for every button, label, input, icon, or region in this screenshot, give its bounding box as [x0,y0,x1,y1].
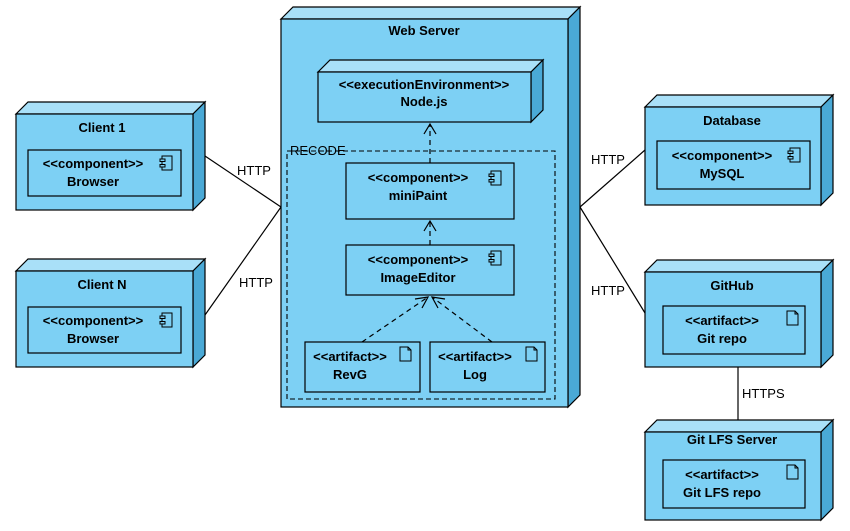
gitlfs-title: Git LFS Server [687,432,777,447]
arrowhead [423,122,437,135]
github-node[interactable]: GitHub <<artifact>> Git repo [643,258,835,369]
revg-name: RevG [333,367,367,382]
nodejs-environment[interactable]: <<executionEnvironment>> Node.js [316,58,545,124]
recode-package [286,150,556,400]
git-repo-name: Git repo [697,331,747,346]
client1-webserver-link [204,155,282,208]
web-server-title: Web Server [388,23,459,38]
nodejs-name: Node.js [401,94,448,109]
clientn-browser-stereotype: <<component>> [43,313,144,328]
git-lfs-repo-artifact[interactable] [662,459,806,509]
imageeditor-stereotype: <<component>> [368,252,469,267]
minipaint-stereotype: <<component>> [368,170,469,185]
clientn-webserver-link [204,206,282,316]
revg-to-imageeditor-dependency [361,296,429,343]
https-label-gitlfs: HTTPS [742,386,785,401]
imageeditor-name: ImageEditor [380,270,455,285]
nodejs-stereotype: <<executionEnvironment>> [339,77,510,92]
arrowhead [423,219,437,232]
dependencies [361,122,493,343]
mysql-stereotype: <<component>> [672,148,773,163]
log-artifact[interactable]: <<artifact>> Log [429,341,546,393]
connections [204,149,739,420]
minipaint-name: miniPaint [389,188,448,203]
mysql-component[interactable] [656,140,811,190]
database-title: Database [703,113,761,128]
git-lfs-repo-stereotype: <<artifact>> [685,467,759,482]
http-label-client1: HTTP [237,163,271,178]
log-stereotype: <<artifact>> [438,349,512,364]
imageeditor-component[interactable]: <<component>> ImageEditor [345,244,515,296]
git-repo-artifact[interactable] [662,305,806,355]
arrowhead [430,296,446,309]
clientn-node[interactable]: Client N <<component>> Browser [14,257,207,369]
webserver-github-link [579,206,646,314]
revg-stereotype: <<artifact>> [313,349,387,364]
revg-artifact[interactable]: <<artifact>> RevG [304,341,421,393]
minipaint-component[interactable]: <<component>> miniPaint [345,162,515,220]
client1-browser-stereotype: <<component>> [43,156,144,171]
clientn-title: Client N [77,277,126,292]
http-label-github: HTTP [591,283,625,298]
mysql-name: MySQL [700,166,745,181]
clientn-browser-name: Browser [67,331,119,346]
log-to-imageeditor-dependency [431,296,493,343]
client1-browser-name: Browser [67,174,119,189]
webserver-database-link [579,149,646,208]
http-label-clientn: HTTP [239,275,273,290]
clientn-browser-component[interactable] [27,306,182,354]
git-lfs-repo-name: Git LFS repo [683,485,761,500]
recode-label: RECODE [290,143,346,158]
arrowhead [414,296,430,309]
client1-title: Client 1 [79,120,126,135]
client1-browser-component[interactable] [27,149,182,197]
git-repo-stereotype: <<artifact>> [685,313,759,328]
log-name: Log [463,367,487,382]
http-label-database: HTTP [591,152,625,167]
github-title: GitHub [710,278,753,293]
client1-node[interactable]: Client 1 <<component>> Browser [14,100,207,212]
gitlfs-node[interactable]: Git LFS Server <<artifact>> Git LFS repo [643,418,835,522]
database-node[interactable]: Database <<component>> MySQL [643,93,835,207]
